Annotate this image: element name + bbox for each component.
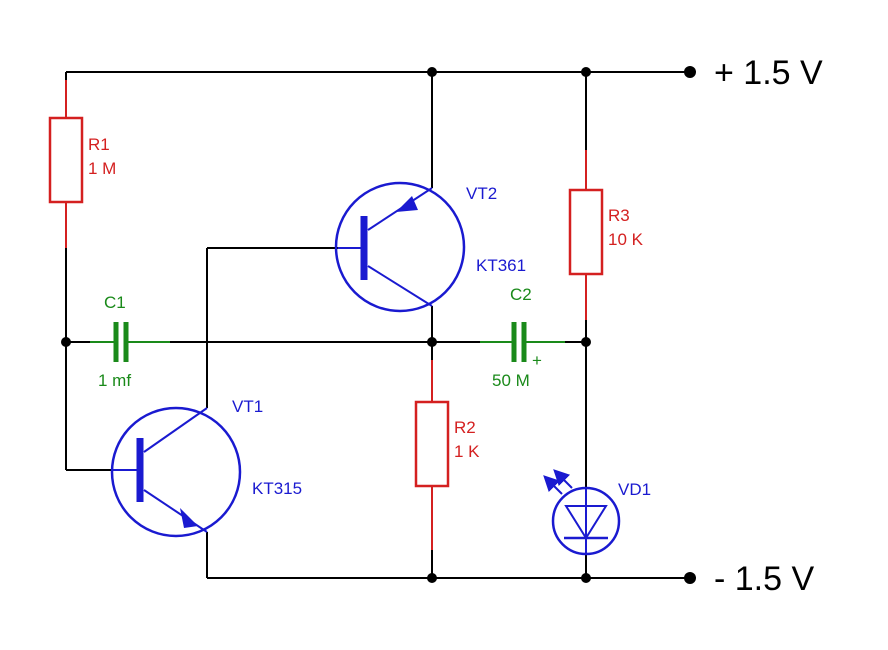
vt2-model-label: KT361	[476, 256, 526, 275]
negative-terminal	[684, 572, 696, 584]
r2-ref-label: R2	[454, 418, 476, 437]
junction-dot	[427, 573, 437, 583]
c2-value-label: 50 M	[492, 371, 530, 390]
r1-ref-label: R1	[88, 135, 110, 154]
c1-value-label: 1 mf	[98, 371, 131, 390]
vt2-ref-label: VT2	[466, 184, 497, 203]
c1-ref-label: C1	[104, 293, 126, 312]
junction-dot	[581, 67, 591, 77]
wiring	[65, 71, 690, 579]
transistor-vt1: VT1 KT315	[110, 397, 302, 538]
r3-value-label: 10 K	[608, 230, 644, 249]
transistor-vt2: VT2 KT361	[334, 181, 526, 313]
positive-rail-label: + 1.5 V	[714, 54, 823, 92]
r3-ref-label: R3	[608, 206, 630, 225]
junction-dot	[581, 337, 591, 347]
junction-dot	[427, 67, 437, 77]
capacitor-c1: C1 1 mf	[90, 293, 170, 390]
resistor-r1: R1 1 M	[48, 80, 116, 342]
positive-terminal	[684, 66, 696, 78]
c2-ref-label: C2	[510, 285, 532, 304]
vt1-model-label: KT315	[252, 479, 302, 498]
vd1-ref-label: VD1	[618, 480, 651, 499]
led-vd1: VD1	[543, 469, 651, 556]
c2-polarity-label: +	[532, 351, 542, 370]
light-arrow-icon	[543, 475, 563, 495]
negative-rail-label: - 1.5 V	[714, 560, 814, 598]
vt1-emitter-arrow-icon	[180, 508, 198, 528]
r1-value-label: 1 M	[88, 159, 116, 178]
vt1-ref-label: VT1	[232, 397, 263, 416]
resistor-r3: R3 10 K	[568, 150, 644, 320]
vt2-emitter-arrow-icon	[396, 196, 418, 212]
junction-dot	[427, 337, 437, 347]
r2-value-label: 1 K	[454, 442, 480, 461]
light-arrow-icon	[553, 469, 573, 489]
resistor-r2: R2 1 K	[414, 360, 480, 550]
junction-dot	[581, 573, 591, 583]
capacitor-c2: C2 50 M +	[480, 285, 565, 390]
diode-triangle-icon	[564, 505, 608, 540]
junctions	[61, 66, 696, 584]
